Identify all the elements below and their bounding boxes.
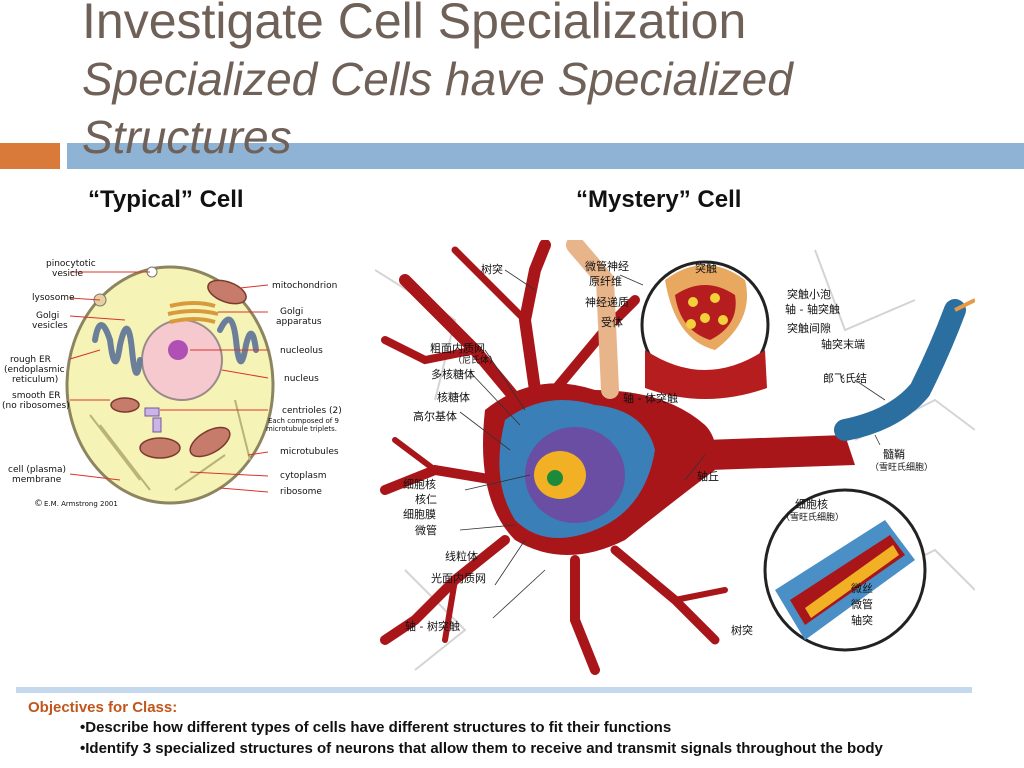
label-mitochondrion: mitochondrion xyxy=(272,281,337,291)
label-zh-neurofibril: 原纤维 xyxy=(589,275,622,288)
label-zh-schwann: （雪旺氏细胞） xyxy=(870,461,933,473)
label-zh-neurotransmitter: 神经递质 xyxy=(585,295,629,309)
objective-item-1: •Describe how different types of cells h… xyxy=(80,719,672,736)
label-zh-smooth-er: 光面内质网 xyxy=(431,571,486,585)
label-nucleus: nucleus xyxy=(284,374,319,384)
label-golgi-vesicles: Golgi xyxy=(36,311,59,321)
label-golgi-vesicles-2: vesicles xyxy=(32,321,68,331)
footer-divider xyxy=(16,687,972,693)
label-zh-dendrite-top: 树突 xyxy=(481,262,503,276)
axon-hillock-shape xyxy=(705,435,855,470)
dendrites-shape xyxy=(380,240,728,675)
slide-subtitle-line1: Specialized Cells have Specialized xyxy=(82,53,793,105)
label-rough-er: rough ER xyxy=(10,355,51,365)
label-centrioles-note-2: microtubule triplets. xyxy=(266,425,337,433)
slide-title: Investigate Cell Specialization xyxy=(82,0,747,49)
label-zh-receptor: 受体 xyxy=(601,315,623,329)
label-zh-nissl: （尼氏体） xyxy=(453,354,498,366)
slide-subtitle-line2: Structures xyxy=(82,111,292,163)
label-smooth-er: smooth ER xyxy=(12,391,61,401)
axon-end-shape xyxy=(954,298,975,312)
label-zh-myelin: 髓鞘 xyxy=(883,447,905,461)
label-zh-microtubule-nerve: 微管神经 xyxy=(585,259,629,273)
label-zh-synapse: 突触 xyxy=(695,261,717,275)
mitochondria-shapes xyxy=(110,279,247,459)
label-zh-axodendritic: 轴 - 树突触 xyxy=(405,619,460,633)
objectives-heading: Objectives for Class: xyxy=(28,699,178,716)
accent-bar-orange xyxy=(0,143,60,169)
label-zh-microfilament: 微丝 xyxy=(851,581,873,595)
label-zh-node-ranvier: 郎飞氏结 xyxy=(823,371,867,385)
label-golgi-apparatus: Golgi xyxy=(280,307,303,317)
label-zh-schwann-nucleus-sub: （雪旺氏细胞） xyxy=(781,511,844,523)
nucleolus-shape xyxy=(168,340,188,360)
label-zh-synaptic-cleft: 突触间隙 xyxy=(787,321,831,335)
background-neurons xyxy=(375,249,975,671)
golgi-shape xyxy=(167,301,219,324)
copyright-icon: © xyxy=(34,499,43,509)
myelin-sheath-shape xyxy=(834,299,966,441)
label-zh-ribosome: 核糖体 xyxy=(437,390,470,404)
axon-orange-shape xyxy=(566,240,619,399)
label-cytoplasm: cytoplasm xyxy=(280,471,327,481)
label-zh-axon-terminal: 轴突末端 xyxy=(821,337,865,351)
objective-item-2: •Identify 3 specialized structures of ne… xyxy=(80,740,883,757)
label-smooth-er-2: (no ribosomes) xyxy=(2,401,70,411)
label-zh-nucleolus: 核仁 xyxy=(415,492,437,506)
label-cell-membrane: cell (plasma) xyxy=(8,465,66,475)
label-zh-rough-er: 粗面内质网 xyxy=(430,341,485,355)
slide-title-block: Investigate Cell Specialization Speciali… xyxy=(82,0,1012,166)
label-zh-schwann-nucleus: 细胞核 xyxy=(795,497,828,511)
label-zh-axon-hillock: 轴丘 xyxy=(697,469,719,483)
label-golgi-apparatus-2: apparatus xyxy=(276,317,322,327)
label-rough-er-3: reticulum) xyxy=(12,375,58,385)
centrioles-shape xyxy=(144,407,162,433)
nucleolus-core-shape xyxy=(547,470,563,486)
label-ribosome: ribosome xyxy=(280,487,322,497)
label-zh-golgi: 高尔基体 xyxy=(413,409,457,423)
label-zh-microtubule-2: 微管 xyxy=(851,597,873,611)
label-nucleolus: nucleolus xyxy=(280,346,323,356)
diagram-credit: E.M. Armstrong 2001 xyxy=(44,500,118,508)
label-zh-nucleus: 细胞核 xyxy=(403,477,436,491)
label-zh-microtubule: 微管 xyxy=(415,523,437,537)
typical-cell-heading: “Typical” Cell xyxy=(88,186,244,213)
label-zh-axo-axonic: 轴 - 轴突触 xyxy=(785,302,840,316)
axon-inset xyxy=(763,488,927,652)
label-rough-er-2: (endoplasmic xyxy=(4,365,65,375)
label-zh-synaptic-vesicle: 突触小泡 xyxy=(787,287,831,301)
mystery-cell-heading: “Mystery” Cell xyxy=(576,186,742,213)
label-zh-axosomatic: 轴 - 体突触 xyxy=(623,391,678,405)
label-centrioles-note: Each composed of 9 xyxy=(268,417,339,425)
typical-cell-diagram: pinocytotic vesicle lysosome Golgi vesic… xyxy=(2,259,342,509)
label-zh-mitochondria: 线粒体 xyxy=(445,549,478,563)
label-cell-membrane-2: membrane xyxy=(12,475,62,485)
label-zh-polyribosome: 多核糖体 xyxy=(431,367,475,381)
nucleus-shape xyxy=(141,319,223,401)
rough-er-shape xyxy=(92,316,259,376)
label-zh-axon: 轴突 xyxy=(851,613,873,627)
neuron-diagram: 树突 微管神经 原纤维 神经递质 受体 突触 突触小泡 轴 - 轴突触 突触间隙… xyxy=(375,240,975,675)
label-lysosome: lysosome xyxy=(32,293,75,303)
label-microtubules: microtubules xyxy=(280,447,339,457)
label-centrioles: centrioles (2) xyxy=(282,406,342,416)
label-pinocytotic-vesicle: pinocytotic xyxy=(46,259,96,269)
label-zh-membrane: 细胞膜 xyxy=(403,508,436,521)
label-pinocytotic-vesicle-2: vesicle xyxy=(52,269,84,279)
label-zh-dendrite-bottom: 树突 xyxy=(731,623,753,637)
synapse-inset xyxy=(640,260,770,399)
